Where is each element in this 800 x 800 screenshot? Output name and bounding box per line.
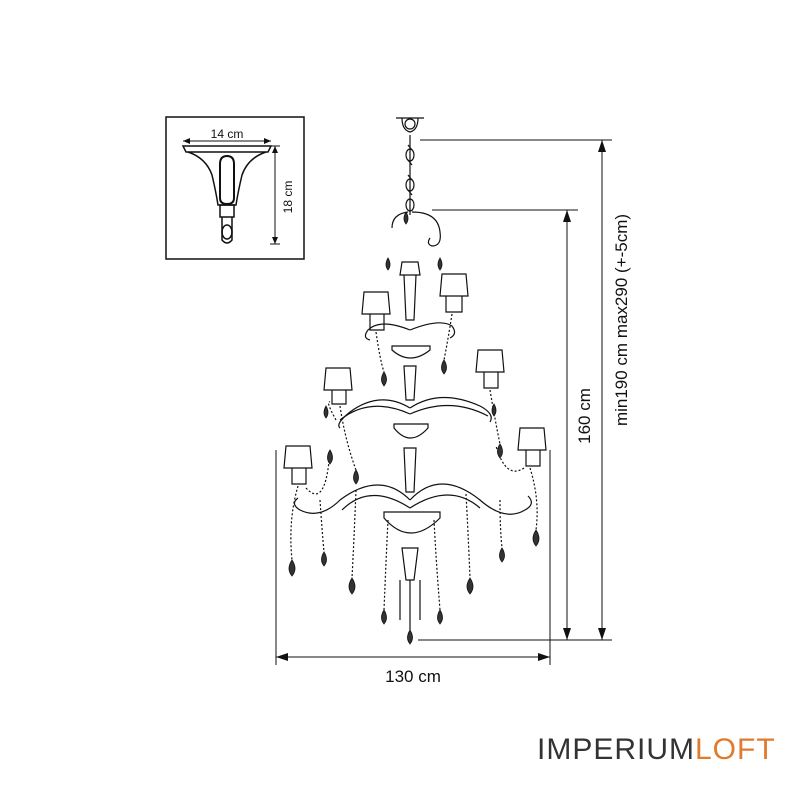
column-upper (399, 261, 421, 321)
width-label: 130 cm (385, 667, 441, 686)
chandelier-drawing (283, 117, 547, 645)
column-bowl (383, 511, 441, 534)
tier2-arm-left-lower (339, 405, 411, 421)
total-height-arrow-top (598, 140, 606, 152)
top-ring (404, 118, 416, 130)
column-cup-1 (391, 345, 431, 359)
tier3-arm-left-lower (341, 494, 411, 511)
chain (407, 135, 413, 215)
canopy-link (221, 217, 233, 244)
chain-link-2 (405, 178, 415, 192)
column-middle (403, 365, 417, 401)
inset-height-label: 18 cm (281, 181, 295, 214)
crown-scroll-right (411, 211, 441, 247)
lamp-shade-tier2-left (323, 367, 353, 391)
height-label: 160 cm (575, 388, 594, 444)
inset-width-label: 14 cm (211, 127, 244, 141)
tier2-arm-left (338, 399, 411, 429)
tier3-arm-right-lower (409, 494, 481, 509)
crystal-drops (288, 211, 540, 645)
chain-link-3 (405, 198, 415, 212)
brand-logo-part1: IMPERIUM (537, 733, 695, 766)
brand-logo-part2: LOFT (695, 733, 776, 766)
canopy-neck (219, 204, 235, 218)
tier2-arm-right-lower (409, 404, 489, 417)
total-height-arrow-bottom (598, 628, 606, 640)
inset-frame (165, 116, 305, 260)
inset-height-arrow-bottom (272, 237, 278, 244)
lamp-shade-tier1-right (439, 273, 469, 297)
column-bottom-drops (399, 580, 421, 630)
inset-height-arrow-top (272, 146, 278, 153)
lamp-shade-tier3-left (283, 445, 313, 469)
candle-cups (291, 296, 541, 485)
chain-link-1 (405, 148, 415, 162)
lamp-shade-tier3-right (517, 427, 547, 451)
total-height-label: min190 cm max290 (+-5cm) (612, 214, 631, 426)
lamp-shade-tier2-right (475, 349, 505, 373)
tier1-arm-left (364, 323, 411, 341)
lamp-shade-tier1-left (361, 291, 391, 315)
inset-width-arrow-right (264, 138, 271, 144)
inset-width-arrow-left (183, 138, 190, 144)
height-arrow-top (563, 210, 571, 222)
width-arrow-right (538, 653, 550, 661)
column-lower (403, 447, 417, 493)
height-arrow-bottom (563, 628, 571, 640)
tier3-arm-left (293, 484, 411, 514)
canopy-bell (187, 151, 267, 206)
tier2-arm-right (409, 396, 492, 423)
canopy-hook (219, 154, 235, 206)
canopy-inset: 14 cm 18 cm (165, 116, 305, 260)
canopy-link-ring (221, 224, 233, 240)
canopy-top-plate (181, 145, 273, 153)
width-arrow-left (276, 653, 288, 661)
top-canopy (396, 117, 424, 133)
brand-logo: IMPERIUMLOFT (537, 733, 776, 767)
dimension-lines (275, 139, 612, 665)
tier3-arm-right (409, 483, 532, 515)
column-cup-2 (393, 423, 429, 439)
crystal-chains (290, 313, 538, 611)
column-finial (401, 547, 419, 581)
tier1-arm-right (409, 322, 456, 339)
